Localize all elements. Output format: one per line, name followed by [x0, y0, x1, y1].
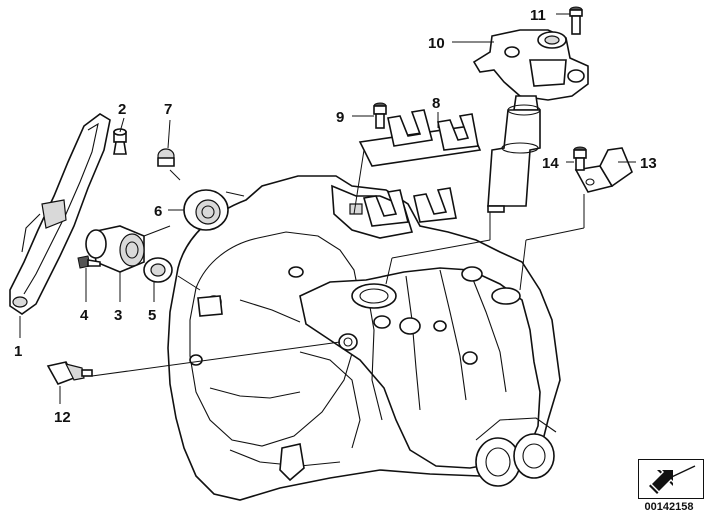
label-9: 9: [336, 109, 344, 126]
release-bearing: [85, 225, 145, 273]
diagram-id: 00142158: [644, 501, 694, 513]
arrow-icon-graphic: [649, 465, 696, 494]
label-4: 4: [80, 307, 89, 324]
bracket: [574, 147, 633, 193]
shaft-seal: [143, 257, 173, 283]
shift-forks: [349, 109, 482, 227]
bolt-14: [573, 146, 587, 171]
pivot-pin: [113, 128, 127, 155]
transmission-housing: [167, 175, 561, 501]
arrow-icon[interactable]: [638, 459, 704, 499]
part-number-labels: 1 2 3 4 5 6 7 8 9 10 11 12 13 14: [14, 7, 657, 426]
bolt-9: [373, 102, 387, 129]
label-13: 13: [640, 155, 657, 172]
label-14: 14: [542, 155, 559, 172]
label-8: 8: [432, 95, 440, 112]
label-11: 11: [530, 7, 546, 24]
label-12: 12: [54, 409, 71, 426]
label-3: 3: [114, 307, 122, 324]
label-5: 5: [148, 307, 156, 324]
reverse-switch: [46, 361, 93, 385]
leader-lines: [19, 13, 636, 404]
radial-seal: [183, 189, 229, 231]
release-lever: [9, 113, 111, 315]
label-1: 1: [14, 343, 22, 360]
label-2: 2: [118, 101, 126, 118]
gear-selector: [472, 29, 589, 213]
label-6: 6: [154, 203, 162, 220]
bolt-4: [77, 255, 101, 269]
plug: [157, 148, 175, 167]
label-10: 10: [428, 35, 445, 52]
label-7: 7: [164, 101, 172, 118]
bolt-11: [569, 6, 583, 35]
